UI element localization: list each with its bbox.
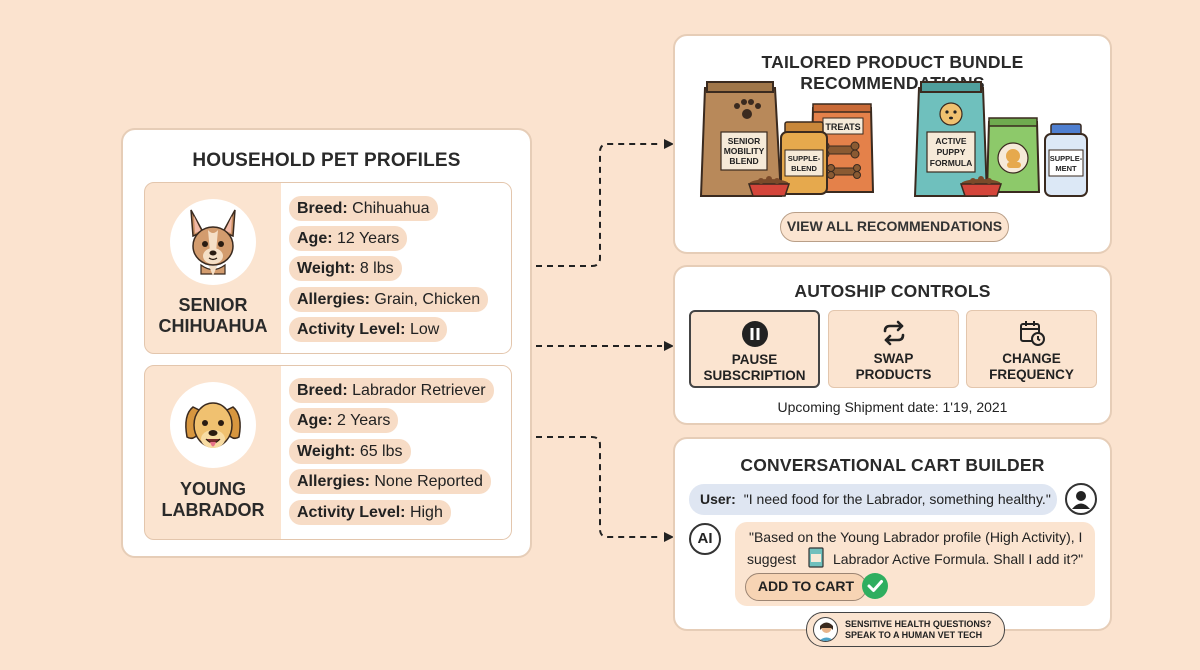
bundles-title: TAILORED PRODUCT BUNDLE RECOMMENDATIONS	[761, 52, 1024, 93]
attr-allergies: Allergies: None Reported	[289, 469, 491, 494]
senior-mobility-bag-icon: SENIOR MOBILITY BLEND	[699, 81, 783, 197]
ai-message-line1: "Based on the Young Labrador profile (Hi…	[749, 529, 1083, 545]
svg-text:MENT: MENT	[1055, 164, 1077, 173]
ai-message-bubble: "Based on the Young Labrador profile (Hi…	[735, 522, 1095, 606]
supplement-bottle-icon: SUPPLE- MENT	[1044, 123, 1088, 197]
connector-to-cart	[536, 436, 662, 538]
pet-name-senior-chihuahua: SENIOR CHIHUAHUA	[158, 295, 268, 336]
swap-icon	[880, 319, 908, 352]
pause-icon	[741, 320, 769, 353]
user-message-text: "I need food for the Labrador, something…	[743, 491, 1051, 507]
food-bowl-icon	[959, 176, 1003, 197]
pet-attributes: Breed: Chihuahua Age: 12 Years Weight: 8…	[281, 183, 511, 353]
view-all-recommendations-button[interactable]: VIEW ALL RECOMMENDATIONS	[780, 212, 1009, 242]
speak-to-vet-tech-button[interactable]: SENSITIVE HEALTH QUESTIONS? SPEAK TO A H…	[806, 612, 1005, 647]
upcoming-shipment-date: Upcoming Shipment date: 1'19, 2021	[777, 399, 1008, 415]
vet-tech-avatar-icon	[813, 617, 838, 642]
svg-text:BLEND: BLEND	[729, 156, 758, 166]
calendar-clock-icon	[1018, 319, 1046, 352]
household-title: HOUSEHOLD PET PROFILES	[192, 150, 461, 171]
food-bowl-icon	[747, 176, 791, 197]
product-bundles-illustration: SENIOR MOBILITY BLEND TREATS SUPPLE-	[699, 81, 1088, 197]
user-avatar-icon	[1065, 483, 1097, 515]
product-bag-icon	[807, 546, 825, 573]
svg-text:ACTIVE: ACTIVE	[935, 136, 967, 146]
attr-weight: Weight: 8 lbs	[289, 256, 402, 281]
pet-name-young-labrador: YOUNG LABRADOR	[161, 479, 265, 520]
arrowhead-cart	[664, 532, 674, 542]
user-message-bubble: User: "I need food for the Labrador, some…	[689, 484, 1057, 515]
connector-to-bundles	[536, 143, 662, 267]
vet-line1: SENSITIVE HEALTH QUESTIONS?	[845, 619, 992, 629]
attr-activity-level: Activity Level: High	[289, 500, 451, 525]
pet-card-young-labrador[interactable]: YOUNG LABRADOR Breed: Labrador Retriever…	[144, 365, 512, 540]
arrowhead-autoship	[664, 341, 674, 351]
attr-allergies: Allergies: Grain, Chicken	[289, 287, 489, 312]
add-to-cart-button[interactable]: ADD TO CART	[745, 573, 867, 601]
pet-attributes: Breed: Labrador Retriever Age: 2 Years W…	[281, 366, 511, 539]
svg-text:SUPPLE-: SUPPLE-	[788, 154, 821, 163]
pet-card-senior-chihuahua[interactable]: SENIOR CHIHUAHUA Breed: Chihuahua Age: 1…	[144, 182, 512, 354]
attr-weight: Weight: 65 lbs	[289, 439, 411, 464]
svg-text:FORMULA: FORMULA	[930, 158, 973, 168]
attr-breed: Breed: Labrador Retriever	[289, 378, 494, 403]
svg-text:TREATS: TREATS	[825, 122, 860, 132]
bundle-recommendations-panel: TAILORED PRODUCT BUNDLE RECOMMENDATIONS …	[673, 34, 1112, 254]
arrowhead-bundles	[664, 139, 674, 149]
ai-message-line2a: suggest	[747, 551, 797, 567]
autoship-title: AUTOSHIP CONTROLS	[794, 281, 991, 301]
vet-line2: SPEAK TO A HUMAN VET TECH	[845, 630, 983, 640]
attr-activity-level: Activity Level: Low	[289, 317, 448, 342]
svg-text:BLEND: BLEND	[791, 164, 817, 173]
chihuahua-face-icon	[170, 199, 256, 285]
active-puppy-bag-icon: ACTIVE PUPPY FORMULA	[913, 81, 989, 197]
labrador-face-icon	[170, 382, 256, 468]
attr-age: Age: 2 Years	[289, 408, 399, 433]
checkmark-icon	[861, 572, 889, 605]
attr-age: Age: 12 Years	[289, 226, 408, 251]
attr-breed: Breed: Chihuahua	[289, 196, 438, 221]
ai-message-line2b: Labrador Active Formula. Shall I add it?…	[833, 551, 1084, 567]
household-pet-profiles-panel: HOUSEHOLD PET PROFILES SENIOR CHIHU	[121, 128, 532, 558]
puppy-treat-pouch-icon	[985, 117, 1041, 193]
svg-text:SUPPLE-: SUPPLE-	[1050, 154, 1083, 163]
supple-blend-jar-icon: SUPPLE- BLEND	[780, 121, 828, 195]
svg-text:PUPPY: PUPPY	[937, 147, 966, 157]
user-label: User:	[700, 491, 736, 507]
svg-text:MOBILITY: MOBILITY	[724, 146, 765, 156]
conversational-cart-builder-panel: CONVERSATIONAL CART BUILDER User: "I need…	[673, 437, 1112, 631]
ai-avatar: AI	[689, 523, 721, 555]
cart-title: CONVERSATIONAL CART BUILDER	[740, 455, 1045, 475]
svg-text:SENIOR: SENIOR	[728, 136, 761, 146]
